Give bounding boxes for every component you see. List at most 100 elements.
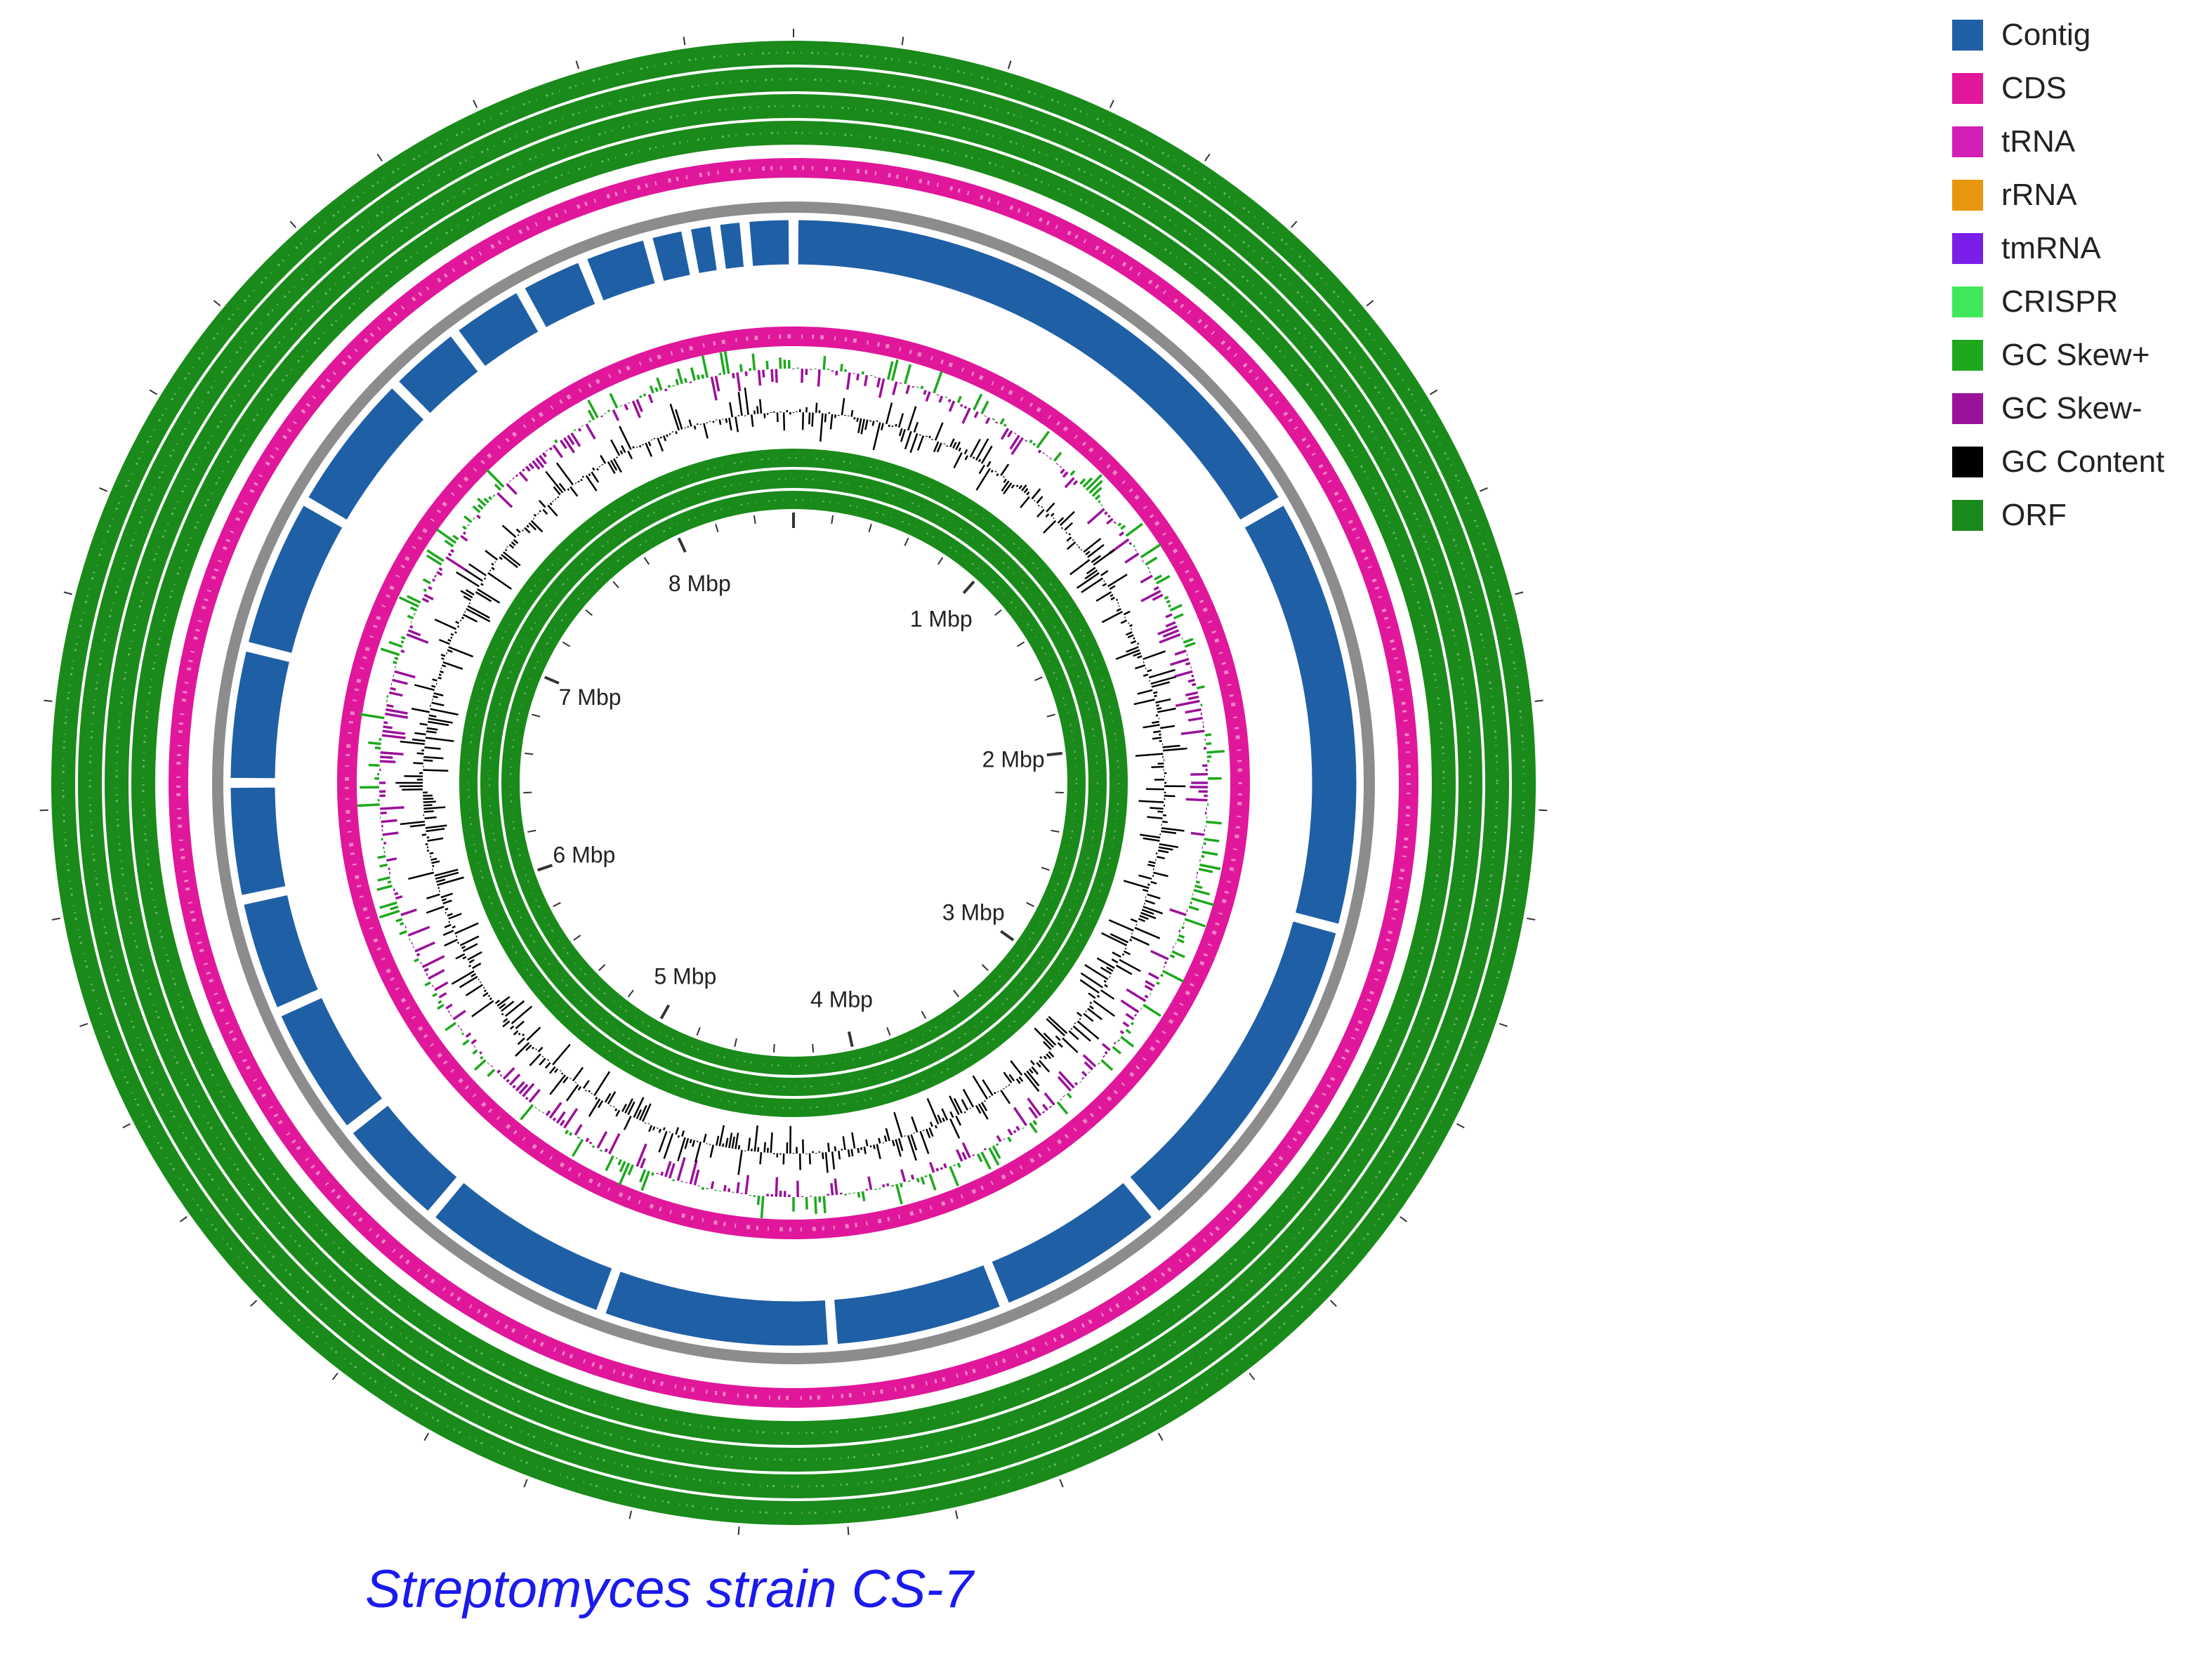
legend-swatch-gc-skew-minus (1952, 393, 1983, 424)
scale-tick (904, 537, 909, 546)
legend-swatch-contig (1952, 20, 1983, 51)
outer-scale-tick (523, 1479, 528, 1488)
outer-scale-tick (1527, 917, 1536, 921)
outer-scale-tick (63, 591, 72, 595)
orf-ring-inner-2 (480, 470, 1107, 1096)
orf-ring-outer-texture-2 (88, 78, 1499, 1488)
orf-ring-outer-2 (78, 67, 1509, 1498)
contig-segment-17 (522, 260, 598, 330)
scale-tick (953, 989, 960, 998)
legend-swatch-cds (1952, 73, 1983, 104)
contig-segment-18 (584, 237, 658, 303)
legend-label-crispr: CRISPR (2001, 284, 2119, 319)
scale-tick (1051, 829, 1060, 833)
contig-segment-4 (989, 1180, 1154, 1306)
gc-skew-negative-trace (379, 369, 1208, 1197)
mbp-label: 2 Mbp (982, 747, 1045, 772)
outer-scale-tick (99, 487, 107, 492)
legend-item-rrna: rRNA (1952, 169, 2205, 222)
contig-segment-3 (1127, 918, 1339, 1214)
scale-tick (643, 557, 650, 565)
contig-segment-9 (278, 995, 386, 1129)
outer-scale-tick (1249, 1372, 1256, 1380)
scale-tick (527, 829, 536, 833)
outer-scale-tick (683, 37, 686, 46)
outer-scale-tick (473, 100, 478, 108)
orf-ring-inner-1 (459, 449, 1128, 1117)
mbp-label: 7 Mbp (559, 685, 621, 710)
legend-item-gc-skew-plus: GC Skew+ (1952, 329, 2205, 382)
orf-ring-inner-3 (501, 491, 1086, 1075)
scale-tick (1016, 641, 1025, 647)
orf-ring-outer-1 (51, 41, 1536, 1525)
scale-tick (696, 1027, 701, 1036)
gc-content-trace (395, 387, 1187, 1175)
outer-scale-tick (901, 37, 904, 46)
outer-scale-tick (1204, 153, 1211, 161)
contig-segment-1 (796, 218, 1282, 523)
figure-caption: Streptomyces strain CS-7 (365, 1559, 973, 1619)
legend-label-orf: ORF (2001, 498, 2067, 532)
outer-scale-tick (376, 153, 383, 161)
scale-tick (536, 864, 553, 872)
backbone-ring (212, 202, 1375, 1364)
outer-scale-tick (1400, 1216, 1408, 1222)
contig-segment-8 (350, 1102, 460, 1214)
scale-tick (831, 515, 834, 524)
outer-scale-tick (1290, 220, 1298, 228)
legend-item-crispr: CRISPR (1952, 275, 2205, 329)
scale-tick (734, 1038, 737, 1048)
contig-segment-10 (241, 892, 321, 1010)
legend-swatch-crispr (1952, 286, 1983, 317)
outer-scale-tick (1157, 1432, 1164, 1441)
legend-swatch-orf (1952, 500, 1983, 531)
legend-item-orf: ORF (1952, 489, 2205, 542)
contig-segment-5 (831, 1262, 1003, 1347)
outer-scale-tick (51, 917, 60, 921)
cds-ring-forward-texture (176, 166, 1411, 1400)
mbp-label: 1 Mbp (910, 606, 973, 631)
outer-scale-tick (1515, 591, 1524, 595)
gc-skew-positive-trace (357, 350, 1225, 1219)
outer-scale-tick (847, 1526, 850, 1536)
contig-segment-11 (228, 785, 288, 898)
scale-tick (812, 1043, 815, 1053)
contig-segment-2 (1242, 503, 1359, 927)
legend-label-gc-skew-plus: GC Skew+ (2001, 338, 2150, 372)
mbp-label: 5 Mbp (654, 964, 716, 989)
outer-scale-tick (954, 1510, 959, 1519)
contig-segment-21 (718, 220, 746, 272)
scale-tick (962, 580, 975, 594)
contig-segment-7 (433, 1180, 615, 1313)
scale-tick (994, 609, 1002, 616)
scale-tick (525, 752, 534, 755)
legend-item-gc-skew-minus: GC Skew- (1952, 382, 2205, 435)
scale-tick (1026, 902, 1034, 907)
contig-segment-19 (650, 229, 693, 284)
outer-scale-tick (423, 1432, 430, 1441)
contig-segment-13 (246, 503, 345, 656)
outer-scale-tick (122, 1123, 131, 1128)
scale-tick (585, 609, 593, 616)
orf-ring-inner-texture-1 (468, 457, 1119, 1109)
outer-scale-tick (250, 1300, 258, 1307)
contig-segment-20 (688, 223, 720, 276)
contig-segment-15 (396, 333, 481, 416)
legend-swatch-tmrna (1952, 233, 1983, 264)
orf-ring-outer-3 (105, 94, 1482, 1472)
mbp-label: 4 Mbp (810, 986, 873, 1012)
legend-label-gc-content: GC Content (2001, 444, 2165, 479)
cds-ring-forward (169, 158, 1418, 1408)
scale-tick (612, 581, 619, 588)
scale-tick (532, 713, 541, 718)
outer-scale-tick (331, 1372, 338, 1380)
legend-label-contig: Contig (2001, 18, 2091, 52)
orf-ring-outer-texture-3 (115, 105, 1472, 1461)
mbp-label: 3 Mbp (942, 899, 1005, 925)
legend-item-cds: CDS (1952, 62, 2205, 115)
scale-tick (1000, 930, 1015, 942)
legend-label-trna: tRNA (2001, 124, 2076, 159)
legend: Contig CDS tRNA rRNA tmRNA CRISPR GC Ske… (1952, 8, 2205, 542)
